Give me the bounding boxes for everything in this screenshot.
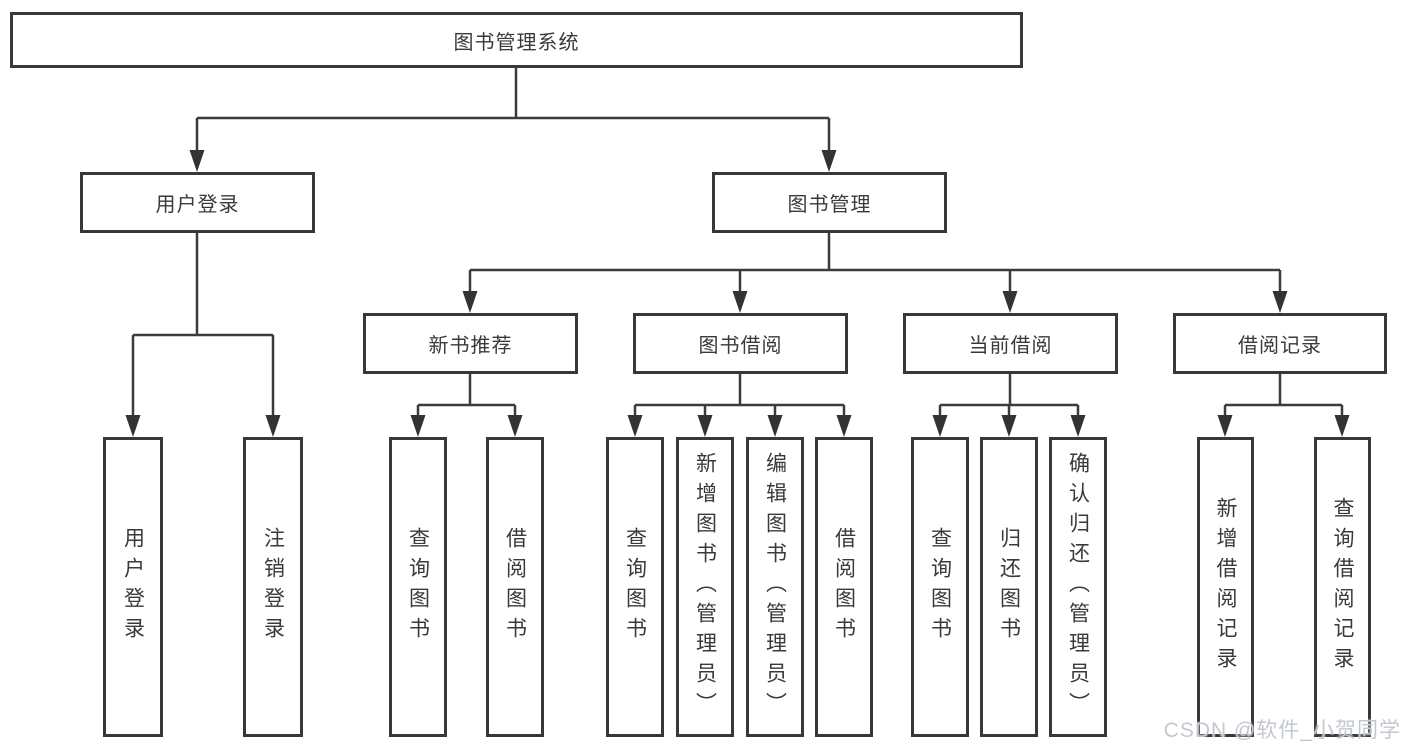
leaf-return-books: 归还图书 [980,437,1038,737]
node-label: 用户登录 [155,194,240,216]
node-borrowing-records: 借阅记录 [1173,313,1387,374]
leaf-label: 归还图书 [997,527,1021,647]
leaf-add-books-admin: 新增图书（管理员） [676,437,734,737]
leaf-edit-books-admin: 编辑图书（管理员） [746,437,804,737]
leaf-logout: 注销登录 [243,437,303,737]
leaf-query-books: 查询图书 [606,437,664,737]
leaf-borrow-books: 借阅图书 [815,437,873,737]
leaf-query-borrow-record: 查询借阅记录 [1314,437,1371,737]
node-label: 新书推荐 [428,335,513,357]
node-label: 图书管理 [787,194,872,216]
leaf-add-borrow-record: 新增借阅记录 [1197,437,1254,737]
leaf-label: 确认归还（管理员） [1066,452,1090,722]
node-book-management: 图书管理 [712,172,947,233]
leaf-query-books: 查询图书 [911,437,969,737]
leaf-label: 查询图书 [406,527,430,647]
node-current-borrowing: 当前借阅 [903,313,1118,374]
leaf-label: 新增借阅记录 [1214,497,1237,677]
leaf-label: 新增图书（管理员） [693,452,717,722]
leaf-label: 注销登录 [261,527,285,647]
leaf-label: 查询借阅记录 [1331,497,1354,677]
node-library-management-system: 图书管理系统 [10,12,1023,68]
node-book-borrowing: 图书借阅 [633,313,848,374]
leaf-query-books: 查询图书 [389,437,447,737]
leaf-label: 查询图书 [623,527,647,647]
leaf-label: 借阅图书 [832,527,856,647]
leaf-confirm-return-admin: 确认归还（管理员） [1049,437,1107,737]
node-user-login: 用户登录 [80,172,315,233]
node-label: 图书借阅 [698,335,783,357]
node-new-book-recommendation: 新书推荐 [363,313,578,374]
leaf-label: 用户登录 [121,527,145,647]
leaf-label: 借阅图书 [503,527,527,647]
node-label: 借阅记录 [1238,335,1322,357]
node-label: 图书管理系统 [453,31,580,54]
leaf-label: 编辑图书（管理员） [763,452,787,722]
leaf-user-login: 用户登录 [103,437,163,737]
leaf-borrow-books: 借阅图书 [486,437,544,737]
node-label: 当前借阅 [968,335,1053,357]
leaf-label: 查询图书 [928,527,952,647]
